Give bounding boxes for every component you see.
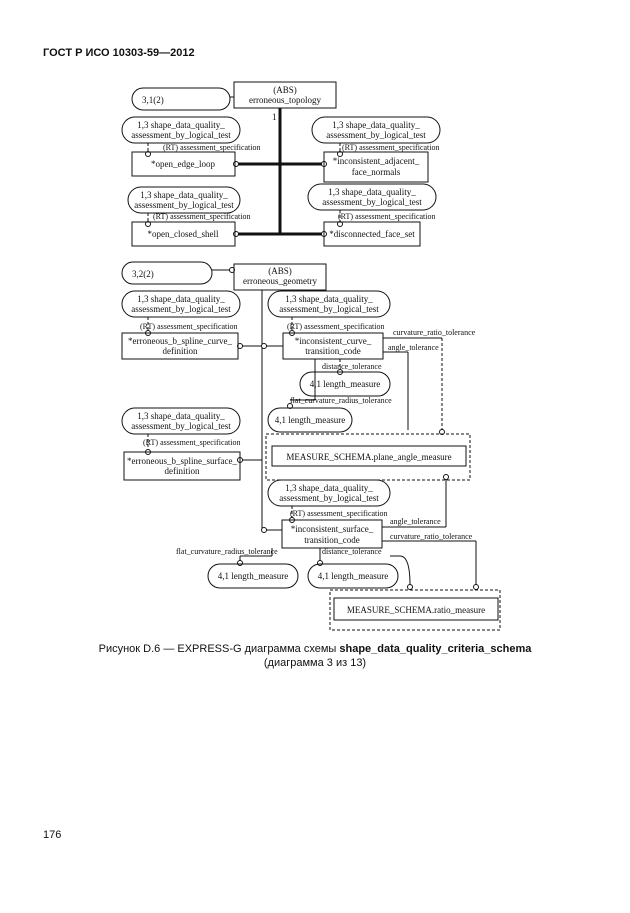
ref-pill-quality-5	[121, 290, 241, 318]
rt-label-3: (RT) assessment_specification	[153, 212, 251, 221]
ref-pill-length-measure-1	[299, 371, 391, 397]
quality-ref-7a: 1,3 shape_data_quality_	[137, 411, 225, 421]
length-measure-3: 4,1 length_measure	[218, 571, 288, 581]
ref-pill-quality-6	[267, 290, 391, 318]
ref-page-3-2: 3,2(2)	[132, 269, 154, 279]
quality-ref-6a: 1,3 shape_data_quality_	[285, 294, 373, 304]
express-g-diagram: 3,1(2) (ABS) erroneous_topology 1 1,3 sh…	[121, 81, 501, 631]
quality-ref-1b: assessment_by_logical_test	[131, 130, 231, 140]
abs-label-top: (ABS)	[273, 85, 297, 95]
attr-distance-2: distance_tolerance	[322, 547, 382, 556]
entity-2-label-a: *inconsistent_adjacent_	[333, 156, 420, 166]
caption-prefix: Рисунок D.6 — EXPRESS-G диаграмма схемы	[98, 643, 340, 655]
entity-6-label-b: transition_code	[305, 346, 361, 356]
attr-flat-curvature-2: flat_curvature_radius_tolerance	[176, 547, 278, 556]
attr-angle-1: angle_tolerance	[388, 343, 439, 352]
type-ratio-measure-box	[329, 589, 501, 631]
rt-label-4: (RT) assessment_specification	[338, 212, 436, 221]
abs-entity-erroneous-geometry	[233, 263, 327, 291]
quality-ref-8b: assessment_by_logical_test	[279, 493, 379, 503]
rt-label-7: (RT) assessment_specification	[143, 438, 241, 447]
quality-ref-4b: assessment_by_logical_test	[322, 197, 422, 207]
entity-open-closed-shell	[131, 221, 236, 247]
quality-ref-3a: 1,3 shape_data_quality_	[140, 190, 228, 200]
figure-caption: Рисунок D.6 — EXPRESS-G диаграмма схемы …	[0, 642, 630, 670]
entity-inconsistent-curve-transition-code	[282, 332, 384, 360]
length-measure-1: 4,1 length_measure	[310, 379, 380, 389]
cardinality-label: 1	[272, 112, 277, 122]
entity-inconsistent-surface-transition-code	[281, 519, 383, 549]
caption-line-1: Рисунок D.6 — EXPRESS-G диаграмма схемы …	[0, 642, 630, 656]
entity-1-label: *open_edge_loop	[151, 159, 215, 169]
entity-8-label-b: transition_code	[304, 535, 360, 545]
ref-pill-quality-1	[121, 116, 241, 144]
ref-pill-3-1	[131, 87, 231, 111]
entity-disconnected-face-set	[323, 221, 421, 247]
rt-label-1: (RT) assessment_specification	[163, 143, 261, 152]
entity-5-label-b: definition	[163, 346, 198, 356]
entity-open-edge-loop	[131, 151, 236, 177]
entity-4-label: *disconnected_face_set	[329, 229, 415, 239]
type-ratio-measure	[333, 597, 499, 621]
quality-ref-2b: assessment_by_logical_test	[326, 130, 426, 140]
caption-line-2: (диаграмма 3 из 13)	[263, 657, 367, 669]
quality-ref-3b: assessment_by_logical_test	[134, 200, 234, 210]
ref-pill-length-measure-2	[267, 407, 353, 433]
entity-6-label-a: *inconsistent_curve_	[295, 336, 372, 346]
page-number: 176	[43, 829, 62, 841]
ref-pill-3-2	[121, 261, 213, 285]
attr-curvature-ratio-2: curvature_ratio_tolerance	[390, 532, 473, 541]
ref-pill-length-measure-3	[207, 563, 299, 589]
entity-5-label-a: *erroneous_b_spline_curve_	[128, 336, 232, 346]
length-measure-2: 4,1 length_measure	[275, 415, 345, 425]
ref-pill-length-measure-4	[307, 563, 399, 589]
quality-ref-4a: 1,3 shape_data_quality_	[328, 187, 416, 197]
type-ratio-label: MEASURE_SCHEMA.ratio_measure	[347, 605, 485, 615]
attr-curvature-ratio-1: curvature_ratio_tolerance	[393, 328, 476, 337]
attr-flat-curvature-1: flat_curvature_radius_tolerance	[290, 396, 392, 405]
quality-ref-5a: 1,3 shape_data_quality_	[137, 294, 225, 304]
entity-erroneous-b-spline-surface-definition	[123, 451, 241, 481]
type-plane-angle-label: MEASURE_SCHEMA.plane_angle_measure	[286, 452, 451, 462]
quality-ref-1a: 1,3 shape_data_quality_	[137, 120, 225, 130]
quality-ref-5b: assessment_by_logical_test	[131, 304, 231, 314]
entity-inconsistent-adjacent-face-normals	[323, 151, 429, 183]
ref-pill-quality-2	[311, 116, 441, 144]
length-measure-4: 4,1 length_measure	[318, 571, 388, 581]
abs-name-bottom: erroneous_geometry	[243, 276, 317, 286]
rt-label-8: (RT) assessment_specification	[290, 509, 388, 518]
entity-7-label-a: *erroneous_b_spline_surface_	[127, 456, 237, 466]
type-plane-angle-measure	[271, 445, 467, 467]
entity-erroneous-b-spline-curve-definition	[121, 332, 239, 360]
rt-label-2: (RT) assessment_specification	[342, 143, 440, 152]
quality-ref-8a: 1,3 shape_data_quality_	[285, 483, 373, 493]
entity-2-label-b: face_normals	[352, 167, 401, 177]
quality-ref-6b: assessment_by_logical_test	[279, 304, 379, 314]
document-header: ГОСТ Р ИСО 10303-59—2012	[43, 47, 195, 59]
quality-ref-7b: assessment_by_logical_test	[131, 421, 231, 431]
ref-pill-quality-4	[307, 183, 437, 211]
attr-distance-1: distance_tolerance	[322, 362, 382, 371]
rt-label-5: (RT) assessment_specification	[140, 322, 238, 331]
entity-3-label: *open_closed_shell	[148, 229, 219, 239]
quality-ref-2a: 1,3 shape_data_quality_	[332, 120, 420, 130]
abs-label-bottom: (ABS)	[268, 266, 292, 276]
abs-name-top: erroneous_topology	[249, 95, 321, 105]
rt-label-6: (RT) assessment_specification	[287, 322, 385, 331]
ref-pill-quality-7	[121, 407, 241, 435]
ref-page-3-1: 3,1(2)	[142, 95, 164, 105]
ref-pill-quality-3	[127, 186, 241, 214]
attr-angle-2: angle_tolerance	[390, 517, 441, 526]
ref-pill-quality-8	[267, 479, 391, 507]
entity-7-label-b: definition	[165, 466, 200, 476]
abs-entity-erroneous-topology	[233, 81, 337, 109]
entity-8-label-a: *inconsistent_surface_	[291, 524, 374, 534]
caption-schema-name: shape_data_quality_criteria_schema	[339, 643, 532, 655]
